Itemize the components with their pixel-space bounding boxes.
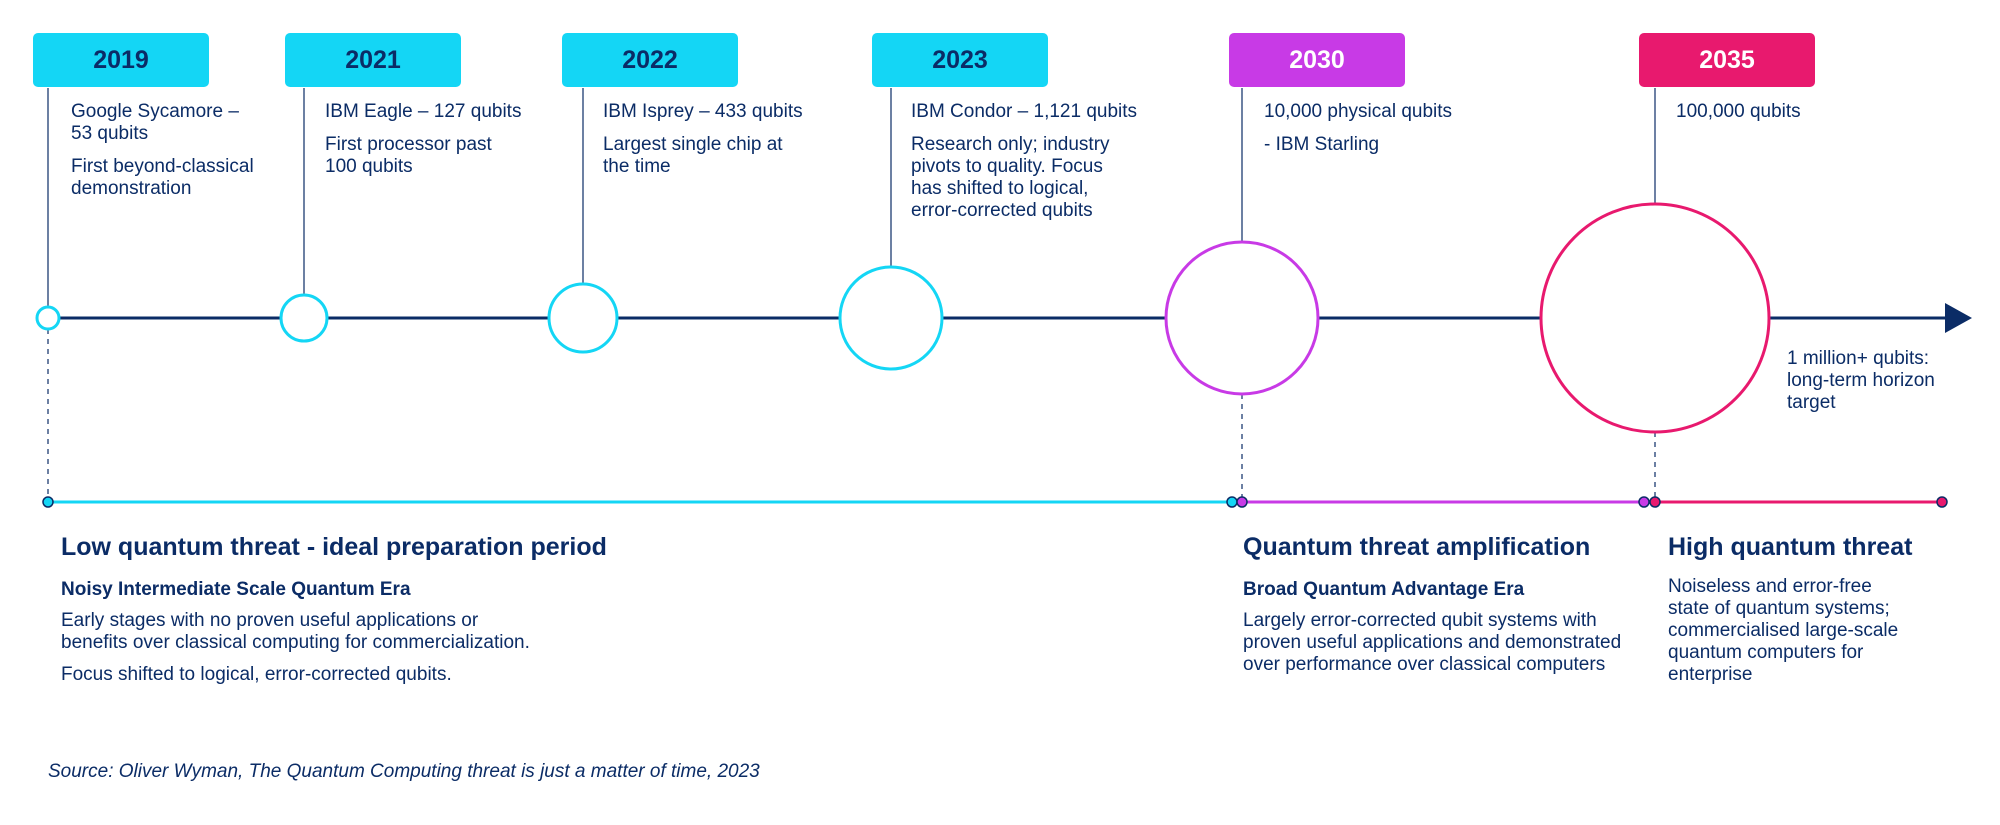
era-bar-dot	[1638, 496, 1650, 508]
era-description: Noiseless and error-free state of quantu…	[1668, 576, 1899, 685]
milestone-circle	[279, 293, 329, 343]
era-title: Quantum threat amplification	[1243, 533, 1591, 561]
milestone-detail: 10,000 physical qubits	[1264, 101, 1453, 122]
era-bar-dot	[1226, 496, 1238, 508]
era-description: Early stages with no proven useful appli…	[61, 610, 530, 653]
milestone-description: 100,000 qubits	[1676, 101, 1876, 134]
milestone-circle	[547, 282, 619, 354]
milestone-year-2030: 2030	[1229, 33, 1405, 87]
era-bar-dot	[1236, 496, 1248, 508]
era-title: High quantum threat	[1668, 533, 1913, 561]
era-high-threat: High quantum threat Noiseless and error-…	[1668, 532, 1988, 696]
milestone-detail: 100,000 qubits	[1676, 101, 1801, 122]
era-subtitle: Noisy Intermediate Scale Quantum Era	[61, 579, 411, 600]
era-description: Largely error-corrected qubit systems wi…	[1243, 610, 1622, 675]
milestone-circle	[1539, 202, 1771, 434]
source-note: Source: Oliver Wyman, The Quantum Comput…	[48, 761, 760, 782]
era-subtitle: Broad Quantum Advantage Era	[1243, 579, 1525, 600]
era-bar-dot	[42, 496, 54, 508]
era-description: Focus shifted to logical, error-correcte…	[61, 664, 452, 685]
milestone-circle	[1164, 240, 1320, 396]
era-title: Low quantum threat - ideal preparation p…	[61, 533, 607, 561]
timeline-arrowhead	[1945, 303, 1972, 333]
milestone-year-2023: 2023	[872, 33, 1048, 87]
milestone-detail: Largest single chip at the time	[603, 134, 783, 177]
milestone-year-2035: 2035	[1639, 33, 1815, 87]
milestone-circle	[838, 265, 944, 371]
milestone-detail: - IBM Starling	[1264, 134, 1380, 155]
milestone-detail: First beyond-classical demonstration	[71, 156, 254, 199]
milestone-detail: IBM Condor – 1,121 qubits	[911, 101, 1138, 122]
milestone-circle	[35, 305, 61, 331]
milestone-detail: Google Sycamore – 53 qubits	[71, 101, 239, 144]
era-bar-dot	[1649, 496, 1661, 508]
horizon-note: 1 million+ qubits: long-term horizon tar…	[1787, 348, 1935, 413]
milestone-detail: IBM Eagle – 127 qubits	[325, 101, 522, 122]
era-threat-amplification: Quantum threat amplification Broad Quant…	[1243, 532, 1663, 686]
era-bar-dot	[1936, 496, 1948, 508]
milestone-year-2019: 2019	[33, 33, 209, 87]
milestone-detail: Research only; industry pivots to qualit…	[911, 134, 1110, 221]
milestone-description: 10,000 physical qubits - IBM Starling	[1264, 101, 1494, 167]
milestone-detail: First processor past 100 qubits	[325, 134, 492, 177]
milestone-year-2021: 2021	[285, 33, 461, 87]
era-low-threat: Low quantum threat - ideal preparation p…	[61, 532, 861, 696]
milestone-year-2022: 2022	[562, 33, 738, 87]
milestone-detail: IBM Isprey – 433 qubits	[603, 101, 803, 122]
